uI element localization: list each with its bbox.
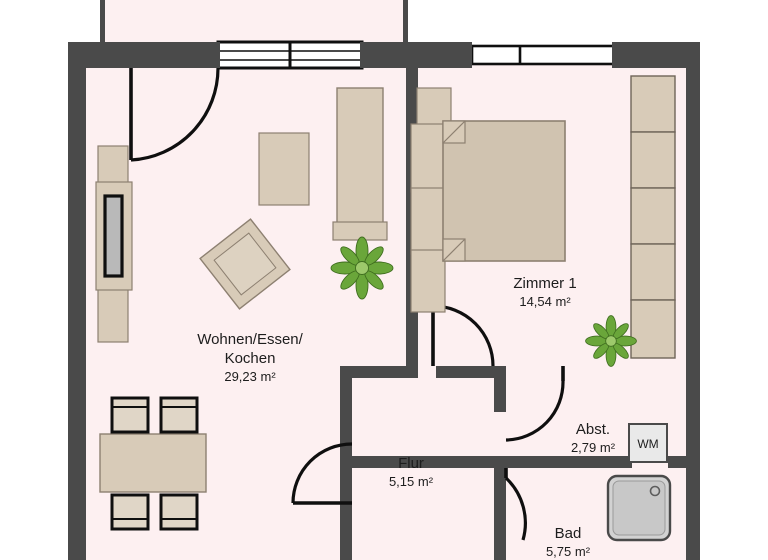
plant-bedroom-icon [585,315,637,367]
dining-chair-2 [159,396,199,434]
room-area-abst: 2,79 m² [571,440,616,455]
appliances: WM [606,423,672,542]
armchair [199,218,291,310]
coffee-table [258,132,310,206]
wall-hall-top-right [436,366,506,378]
plant-living-icon [330,236,394,300]
wardrobe-left-2 [410,123,446,193]
dining-table [99,433,207,493]
washing-machine [628,423,668,463]
bed [442,120,566,262]
wall-top-left [68,42,220,68]
room-area-zimmer1: 14,54 m² [519,294,571,309]
washing-machine-label: WM [637,437,658,451]
wall-top-right [612,42,700,68]
room-area-wohnen: 29,23 m² [224,369,276,384]
room-label-wohnen: Wohnen/Essen/ Kochen 29,23 m² [197,331,303,384]
closet-right-4 [630,243,676,301]
room-area-flur: 5,15 m² [389,474,434,489]
door-hall-living [291,442,353,505]
wall-abst-bad-right [668,456,686,468]
wall-exterior-right [686,42,700,560]
room-name-abst: Abst. [576,421,610,438]
bed-pillow-top-fold [442,120,466,144]
room-labels: Wohnen/Essen/ Kochen 29,23 m² Zimmer 1 1… [197,275,616,559]
wall-living-hall [340,366,352,560]
door-entry-living [129,67,220,162]
room-label-zimmer1: Zimmer 1 14,54 m² [513,275,576,309]
dining-chair-1 [110,396,150,434]
wall-hall-bad [494,456,506,560]
wall-exterior-left [68,42,86,560]
room-name-wohnen-line2: Kochen [225,350,276,367]
sofa [336,87,384,227]
closet-right-2 [630,131,676,189]
closet-right-1 [630,75,676,133]
room-name-zimmer1: Zimmer 1 [513,275,576,292]
shower-tray-inner [612,480,666,536]
room-name-wohnen: Wohnen/Essen/ [197,331,303,348]
closet-right-3 [630,187,676,245]
wall-top-mid [360,42,472,68]
door-abst [505,366,565,442]
wall-terrace-right [403,0,408,46]
room-label-flur: Flur 5,15 m² [389,455,434,489]
wall-hall-abst [494,366,506,412]
walls [68,0,700,560]
dining-chair-3 [110,493,150,531]
furniture-zimmer1 [410,75,676,367]
wall-terrace-left [100,0,105,46]
room-label-bad: Bad 5,75 m² [546,525,591,559]
window-bedroom-top [470,44,616,66]
closet-right-5 [630,299,676,359]
door-bad [504,468,527,541]
room-label-abst: Abst. 2,79 m² [571,421,616,455]
dining-chair-4 [159,493,199,531]
bed-pillow-bottom-fold [442,238,466,262]
floor-terrace [104,0,404,46]
wall-hall-top-left [340,366,418,378]
room-name-bad: Bad [555,525,582,542]
wall-abst-bad [506,456,632,468]
wall-flur-bottom [352,456,506,468]
furniture-wohnen [95,87,394,531]
room-area-bad: 5,75 m² [546,544,591,559]
tv-screen [103,194,124,278]
wardrobe-left-3 [410,187,446,255]
wardrobe-left-4 [410,249,446,313]
window-living-top [216,40,364,70]
shower-drain-icon [649,485,661,497]
room-name-flur: Flur [398,455,424,472]
